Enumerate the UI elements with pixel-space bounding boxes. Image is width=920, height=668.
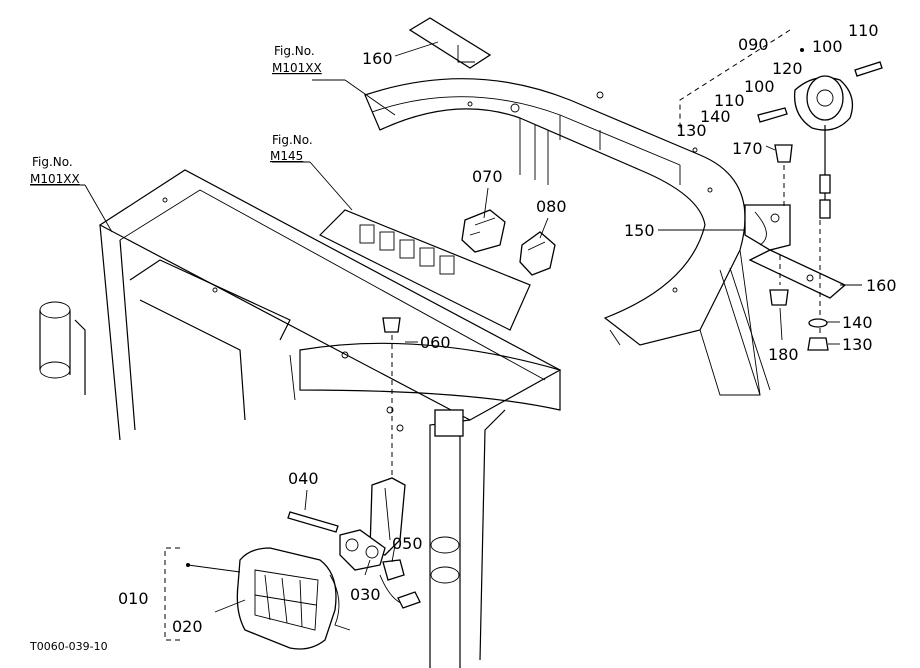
figure-ref-middle-line1: Fig.No.: [272, 133, 313, 147]
cover-080: [519, 231, 556, 276]
top-bracket-160: [408, 17, 492, 69]
bolt-060: [382, 317, 401, 480]
callout-110-b: 110: [714, 91, 745, 110]
callout-140-b: 140: [842, 313, 873, 332]
rear-light-bracket: [744, 144, 847, 351]
callout-050: 050: [392, 534, 423, 553]
drawing-code: T0060-039-10: [29, 640, 108, 653]
figure-ref-left-line1: Fig.No.: [32, 155, 73, 169]
callout-150: 150: [624, 221, 655, 240]
callout-080: 080: [536, 197, 567, 216]
figure-ref-left-line2: M101XX: [30, 172, 80, 186]
upper-frame: [364, 78, 771, 396]
callout-130-a: 130: [676, 121, 707, 140]
callout-130-b: 130: [842, 335, 873, 354]
callout-160-right: 160: [866, 276, 897, 295]
grille-panel: [318, 209, 531, 331]
main-frame: [39, 169, 562, 668]
callout-100-a: 100: [812, 37, 843, 56]
callout-170: 170: [732, 139, 763, 158]
callout-180: 180: [768, 345, 799, 364]
rear-work-light: [679, 29, 883, 219]
callout-070: 070: [472, 167, 503, 186]
front-work-light: [164, 547, 351, 650]
callout-010: 010: [118, 589, 149, 608]
callout-110-a: 110: [848, 21, 879, 40]
switch-070: [461, 209, 506, 253]
callout-160-top: 160: [362, 49, 393, 68]
callout-labels: 160 090 100 110 120 100 110 140 130 170 …: [118, 21, 897, 636]
figure-ref-top: Fig.No. M101XX: [272, 44, 322, 75]
figure-ref-top-line1: Fig.No.: [274, 44, 315, 58]
callout-120: 120: [772, 59, 803, 78]
figure-ref-left: Fig.No. M101XX: [30, 155, 80, 186]
callout-060: 060: [420, 333, 451, 352]
figure-ref-middle-line2: M145: [270, 149, 303, 163]
callout-030: 030: [350, 585, 381, 604]
callout-090: 090: [738, 35, 769, 54]
callout-040: 040: [288, 469, 319, 488]
leader-lines: [30, 41, 862, 613]
figure-ref-middle: Fig.No. M145: [270, 133, 313, 163]
callout-140-a: 140: [700, 107, 731, 126]
callout-100-b: 100: [744, 77, 775, 96]
front-light-bracket: [287, 477, 421, 609]
callout-020: 020: [172, 617, 203, 636]
figure-ref-top-line2: M101XX: [272, 61, 322, 75]
